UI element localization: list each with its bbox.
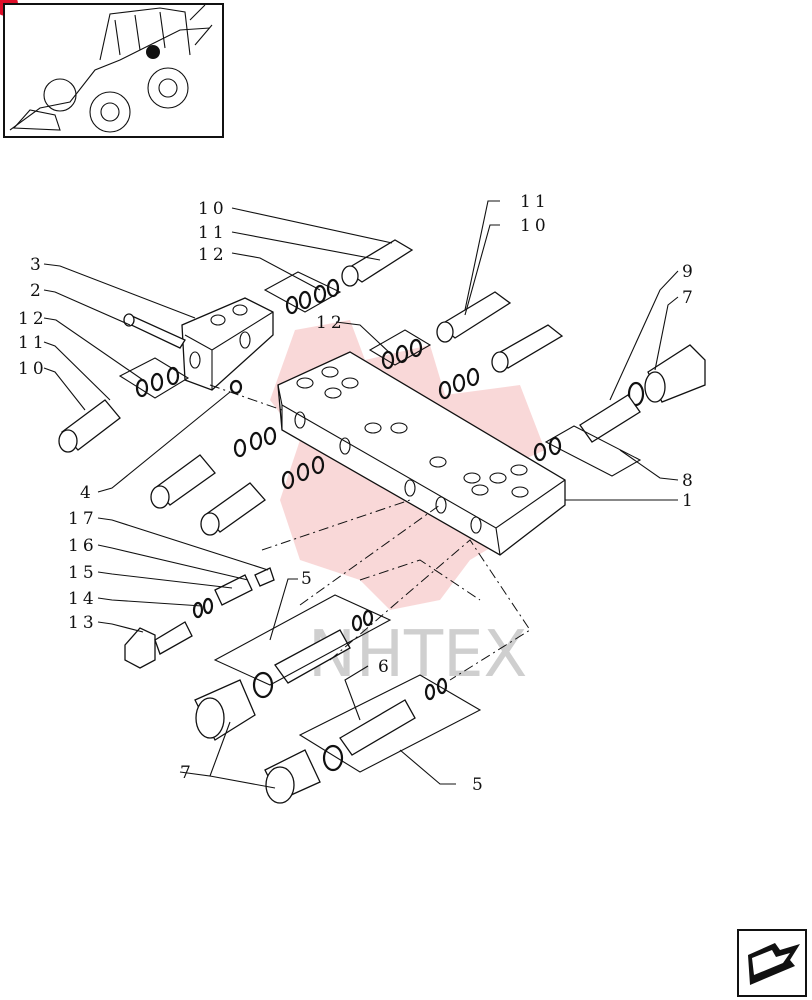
callout-label: 4 [80,483,95,503]
callout-label: 3 [30,255,45,275]
bolt-part [123,313,186,349]
solenoid-valve [491,324,564,373]
highlight-dot [146,45,160,59]
valve-block [277,351,566,556]
callout-label: 1 [682,491,697,511]
solenoid-valve [436,291,512,343]
cartridge-valves [194,344,706,804]
callout-label: 16 [68,536,98,556]
solenoid-valve [200,482,266,536]
callout-label: 11 [198,223,228,243]
callout-label: 12 [316,313,346,333]
solenoid-valve [58,399,121,453]
callout-label: 6 [378,657,393,677]
callout-label: 11 [520,192,550,212]
center-lines [209,384,531,681]
callout-label: 10 [18,359,48,379]
callout-label: 13 [68,613,98,633]
callout-label: 8 [682,471,697,491]
next-page-arrow-icon[interactable] [737,929,807,997]
o-rings [135,278,645,772]
callout-label: 7 [180,763,195,783]
callout-label: 12 [198,245,228,265]
watermark-text: NHTEX [308,618,527,692]
solenoid-valve [341,239,414,287]
callout-label: 7 [682,288,697,308]
callout-label: 17 [68,509,98,529]
callout-labels: 10 11 12 3 2 12 11 10 4 17 16 15 14 13 5… [18,192,697,795]
callout-label: 10 [520,216,550,236]
callout-label: 5 [301,569,316,589]
callout-label: 2 [30,281,45,301]
callout-label: 9 [682,262,697,282]
thumbnail-backhoe-loader-icon[interactable] [3,3,224,138]
solenoid-valves [58,239,564,536]
adapter-block [181,297,274,391]
callout-label: 12 [18,309,48,329]
plug-assembly [124,567,275,669]
callout-label: 14 [68,589,98,609]
callout-label: 15 [68,563,98,583]
callout-label: 10 [198,199,228,219]
callout-label: 5 [472,775,487,795]
leader-lines [43,200,679,789]
grouping-brackets [118,271,642,773]
callout-label: 11 [18,333,48,353]
solenoid-valve [150,454,216,509]
